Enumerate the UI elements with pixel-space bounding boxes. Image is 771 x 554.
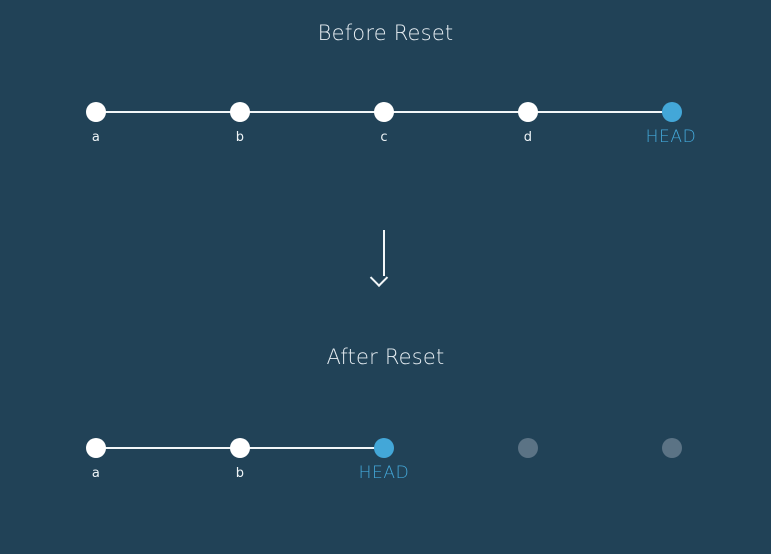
after-reset-commit-graph: a b HEAD [0,394,771,504]
commit-node-b [230,438,250,458]
before-reset-title: Before Reset [317,21,454,45]
commit-label-b: b [235,130,245,145]
commit-node-a [86,102,106,122]
head-label-after: HEAD [358,463,410,483]
commit-node-head [374,438,394,458]
arrow-down-icon [369,230,388,287]
commit-node-head [662,102,682,122]
commit-node-c [374,102,394,122]
commit-node-orphan-d [518,438,538,458]
commit-node-a [86,438,106,458]
commit-node-orphan-e [662,438,682,458]
commit-label-a: a [91,466,101,481]
commit-label-d: d [523,130,533,145]
arrow-stem [383,230,385,276]
head-label-before: HEAD [645,127,697,147]
before-reset-commit-graph: a b c d HEAD [0,58,771,168]
after-reset-title: After Reset [326,345,445,369]
commit-label-b: b [235,466,245,481]
commit-label-a: a [91,130,101,145]
commit-node-d [518,102,538,122]
commit-label-c: c [380,130,388,145]
commit-node-b [230,102,250,122]
